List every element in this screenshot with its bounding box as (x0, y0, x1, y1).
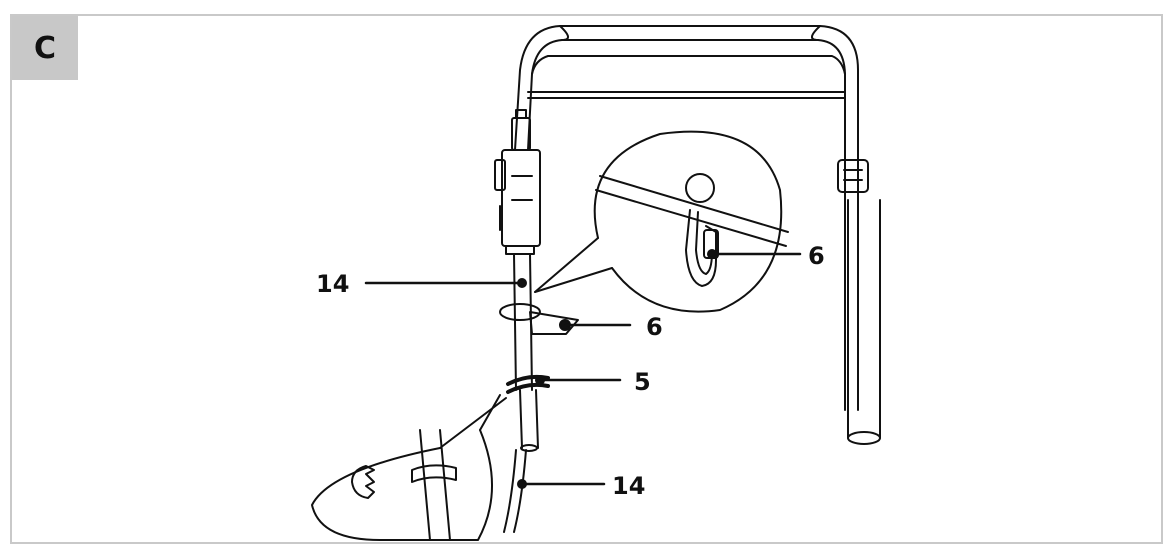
handle-bar (514, 25, 859, 411)
leader-lines (364, 249, 802, 489)
callout-5-tie: 5 (634, 368, 651, 396)
callout-14-bottom: 14 (612, 472, 645, 500)
clip-detail-magnifier (534, 130, 789, 313)
callout-14-top: 14 (316, 270, 349, 298)
figure-frame (10, 14, 1163, 544)
switch-box (494, 109, 541, 255)
right-tube (837, 159, 881, 445)
left-tube-and-cable (503, 253, 539, 533)
callout-6-detail: 6 (808, 242, 825, 270)
cable-tie (506, 374, 550, 394)
callout-6-clip: 6 (646, 313, 663, 341)
panel-label: C (12, 16, 78, 80)
tie-detail-magnifier (311, 394, 507, 541)
callout-labels: 14 6 6 5 14 (316, 242, 825, 500)
cable-clip (499, 303, 579, 335)
